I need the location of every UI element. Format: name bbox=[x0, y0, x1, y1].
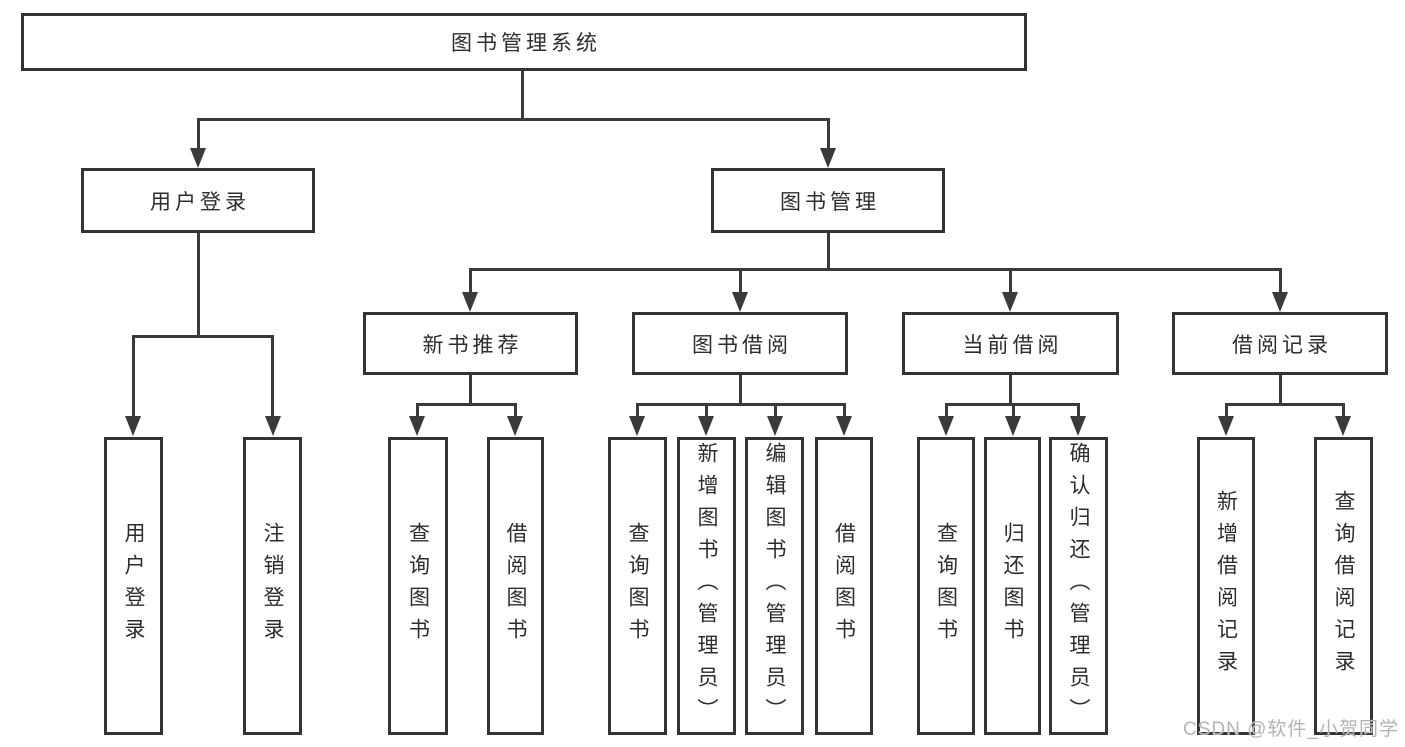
diagram-node-root: 图书管理系统 bbox=[21, 13, 1027, 71]
connector-line bbox=[739, 268, 742, 296]
diagram-node-leaf-add-book: 新增图书（管理员） bbox=[677, 437, 736, 735]
connector-line bbox=[1012, 403, 1015, 423]
connector-line bbox=[271, 335, 274, 420]
connector-line bbox=[416, 403, 419, 423]
connector-line bbox=[1009, 268, 1012, 296]
connector-line bbox=[1225, 403, 1228, 423]
arrowhead-down-icon bbox=[462, 292, 478, 312]
arrowhead-down-icon bbox=[190, 148, 206, 168]
arrowhead-down-icon bbox=[1002, 292, 1018, 312]
connector-line bbox=[469, 375, 472, 405]
connector-line bbox=[132, 335, 274, 338]
diagram-node-leaf-borrow-book-2: 借阅图书 bbox=[815, 437, 873, 735]
connector-line bbox=[1279, 375, 1282, 405]
connector-line bbox=[514, 403, 517, 423]
arrowhead-down-icon bbox=[125, 416, 141, 436]
arrowhead-down-icon bbox=[1335, 416, 1351, 436]
diagram-node-borrow-records: 借阅记录 bbox=[1172, 312, 1388, 375]
connector-line bbox=[827, 233, 830, 270]
connector-line bbox=[1342, 403, 1345, 423]
arrowhead-down-icon bbox=[1070, 416, 1086, 436]
connector-line bbox=[1077, 403, 1080, 423]
arrowhead-down-icon bbox=[1218, 416, 1234, 436]
connector-line bbox=[416, 403, 517, 406]
connector-line bbox=[636, 403, 639, 423]
arrowhead-down-icon bbox=[836, 416, 852, 436]
connector-line bbox=[521, 71, 524, 120]
arrowhead-down-icon bbox=[1272, 292, 1288, 312]
diagram-node-leaf-return-book: 归还图书 bbox=[984, 437, 1041, 735]
connector-line bbox=[469, 268, 1281, 271]
connector-line bbox=[827, 118, 830, 154]
arrowhead-down-icon bbox=[409, 416, 425, 436]
connector-line bbox=[469, 268, 472, 296]
diagram-node-user-login: 用户登录 bbox=[81, 168, 315, 233]
diagram-node-book-mgmt: 图书管理 bbox=[711, 168, 945, 233]
diagram-node-leaf-add-record: 新增借阅记录 bbox=[1197, 437, 1255, 735]
diagram-node-book-borrow: 图书借阅 bbox=[632, 312, 848, 375]
connector-line bbox=[636, 403, 846, 406]
diagram-node-leaf-query-book-3: 查询图书 bbox=[917, 437, 975, 735]
diagram-node-new-book-rec: 新书推荐 bbox=[363, 312, 578, 375]
connector-line bbox=[197, 118, 200, 154]
connector-line bbox=[1279, 268, 1282, 296]
connector-line bbox=[1009, 375, 1012, 405]
diagram-node-leaf-user-login: 用户登录 bbox=[104, 437, 163, 735]
arrowhead-down-icon bbox=[767, 416, 783, 436]
arrowhead-down-icon bbox=[1005, 416, 1021, 436]
connector-line bbox=[197, 118, 830, 121]
arrowhead-down-icon bbox=[629, 416, 645, 436]
diagram-node-leaf-query-book-1: 查询图书 bbox=[388, 437, 448, 735]
arrowhead-down-icon bbox=[732, 292, 748, 312]
connector-line bbox=[739, 375, 742, 405]
diagram-node-current-borrow: 当前借阅 bbox=[902, 312, 1119, 375]
diagram-node-leaf-edit-book: 编辑图书（管理员） bbox=[745, 437, 804, 735]
csdn-watermark: CSDN @软件_小贺同学 bbox=[1183, 719, 1399, 740]
connector-line bbox=[945, 403, 948, 423]
arrowhead-down-icon bbox=[938, 416, 954, 436]
connector-line bbox=[705, 403, 708, 423]
arrowhead-down-icon bbox=[820, 148, 836, 168]
connector-line bbox=[774, 403, 777, 423]
connector-line bbox=[843, 403, 846, 423]
arrowhead-down-icon bbox=[507, 416, 523, 436]
arrowhead-down-icon bbox=[265, 416, 281, 436]
diagram-node-leaf-borrow-book-1: 借阅图书 bbox=[487, 437, 544, 735]
diagram-node-leaf-logout: 注销登录 bbox=[243, 437, 302, 735]
diagram-node-leaf-query-book-2: 查询图书 bbox=[608, 437, 667, 735]
connector-line bbox=[197, 233, 200, 335]
diagram-node-leaf-query-record: 查询借阅记录 bbox=[1314, 437, 1373, 735]
diagram-node-leaf-confirm-return: 确认归还（管理员） bbox=[1049, 437, 1108, 735]
connector-line bbox=[1225, 403, 1345, 406]
arrowhead-down-icon bbox=[698, 416, 714, 436]
connector-line bbox=[132, 335, 135, 420]
